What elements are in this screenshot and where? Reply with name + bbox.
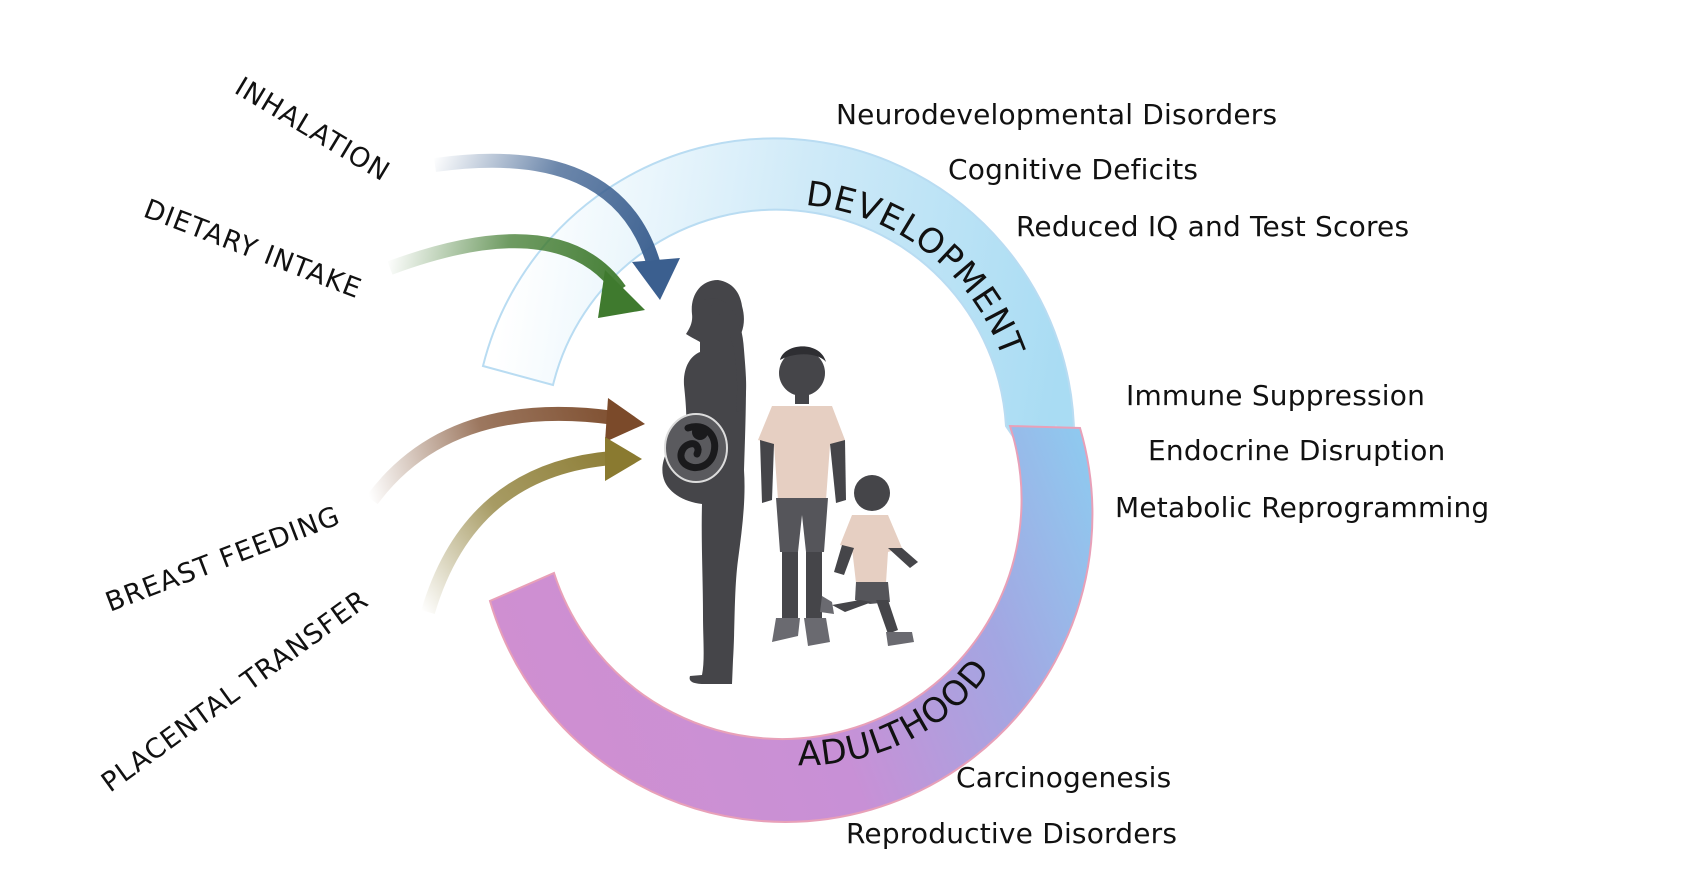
toddler-icon	[820, 475, 918, 646]
adulthood-arc	[488, 424, 1094, 823]
inhalation-arrow	[434, 153, 680, 300]
breast-feeding-label: BREAST FEEDING	[101, 501, 344, 619]
fetus-icon	[664, 413, 728, 483]
placental-transfer-arrow	[421, 437, 642, 614]
placental-transfer-label: PLACENTAL TRANSFER	[96, 584, 375, 798]
child-icon	[758, 346, 846, 646]
dietary-intake-arrow	[387, 234, 645, 318]
outcome-reproductive-disorders: Reproductive Disorders	[846, 817, 1178, 850]
dietary-intake-label: DIETARY INTAKE	[139, 194, 365, 306]
outcome-endocrine-disruption: Endocrine Disruption	[1148, 434, 1446, 467]
outcome-immune-suppression: Immune Suppression	[1126, 379, 1426, 412]
outcome-carcinogenesis: Carcinogenesis	[956, 761, 1172, 794]
pregnant-woman-icon	[662, 280, 747, 684]
inhalation-label: INHALATION	[229, 71, 395, 188]
outcome-cognitive-deficits: Cognitive Deficits	[948, 153, 1199, 186]
outcome-metabolic-reprogramming: Metabolic Reprogramming	[1115, 491, 1490, 524]
breast-feeding-arrow	[366, 398, 645, 505]
outcome-reduced-iq: Reduced IQ and Test Scores	[1016, 210, 1410, 243]
outcome-neurodevelopmental-disorders: Neurodevelopmental Disorders	[836, 98, 1278, 131]
